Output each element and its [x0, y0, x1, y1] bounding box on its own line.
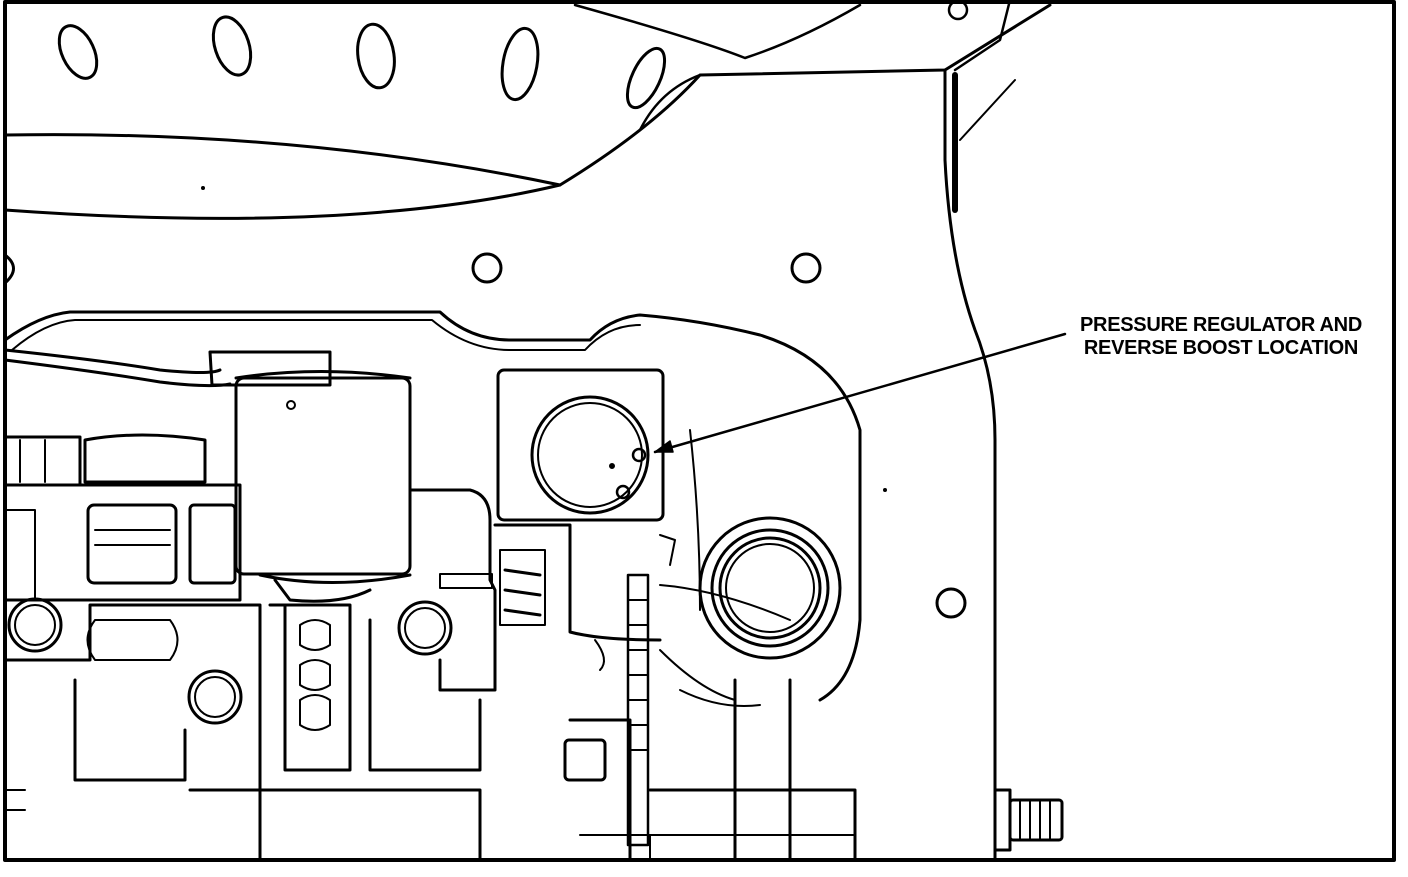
bolt-hole [790, 252, 822, 284]
slot-hole [500, 26, 540, 102]
regulator-housing [496, 368, 665, 522]
slot-hole [625, 46, 667, 110]
slot-hole [57, 24, 99, 80]
bolt-hole [935, 587, 967, 619]
callout-leader-line [653, 332, 1067, 454]
solenoid-body [234, 376, 412, 576]
slot-hole [356, 22, 396, 90]
upper-case-outline [3, 3, 1052, 187]
bolt-head [397, 600, 453, 656]
bolt-hole [471, 252, 503, 284]
figure-border [3, 0, 1396, 862]
bolt-head [7, 597, 63, 653]
slot-hole [211, 15, 253, 77]
callout-line-2: REVERSE BOOST LOCATION [1083, 337, 1359, 359]
case-right-edge [943, 68, 997, 862]
valve-body-outline [3, 310, 862, 702]
regulator-port [631, 447, 647, 463]
bolt-head [187, 669, 243, 725]
callout-label: PRESSURE REGULATOR AND REVERSE BOOST LOC… [1040, 314, 1402, 360]
fitting [1008, 798, 1064, 842]
callout-line-1: PRESSURE REGULATOR AND [1080, 314, 1362, 336]
pressure-regulator-bore [530, 395, 650, 515]
